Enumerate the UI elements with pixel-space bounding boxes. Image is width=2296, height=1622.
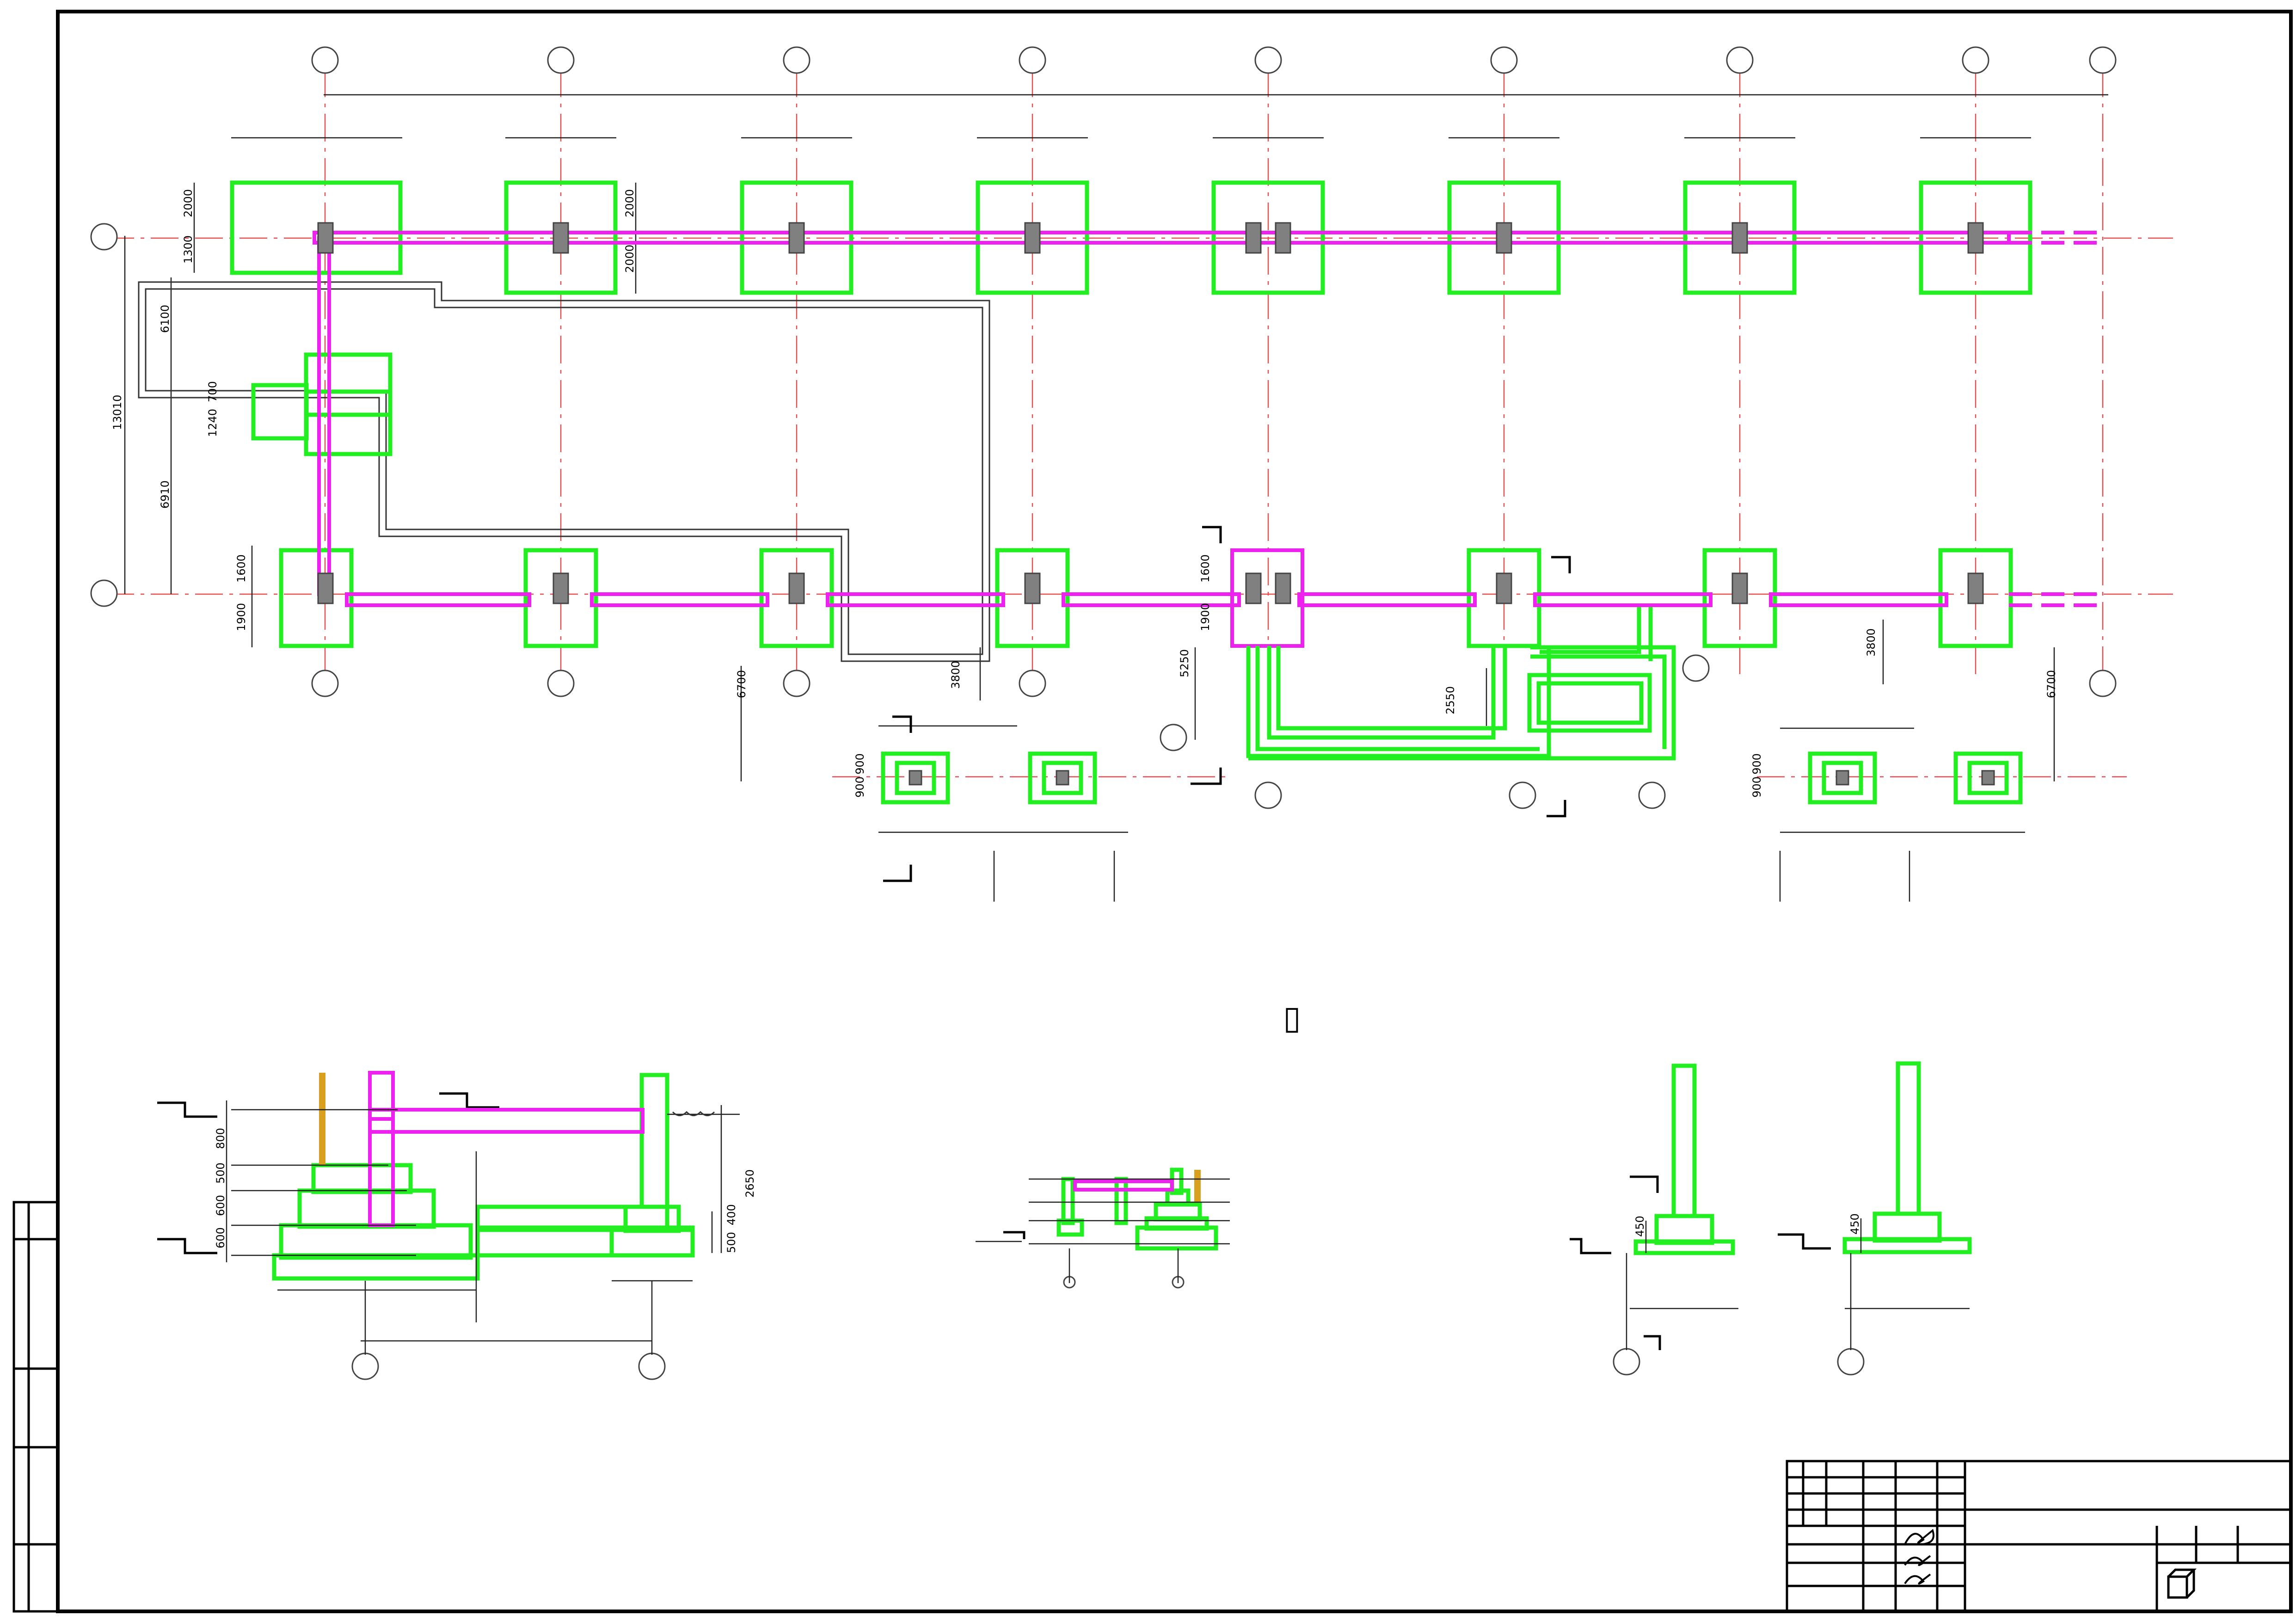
- dim-6700-right: 6700: [2045, 670, 2058, 698]
- dim-800: 800: [214, 1128, 227, 1149]
- dim-400: 400: [725, 1204, 738, 1225]
- dim-6910: 6910: [159, 480, 172, 509]
- dimension-lines: [124, 94, 2108, 902]
- logo-mark: [2167, 1568, 2197, 1599]
- dim-2000-top-a: 2000: [182, 189, 195, 217]
- grid-axes: [106, 69, 2173, 778]
- section-marks: [157, 526, 1831, 1350]
- footings-lower: [279, 548, 2013, 648]
- title-block: [1786, 1460, 2292, 1613]
- dim-1900: 1900: [235, 603, 248, 631]
- drawing-frame: [56, 10, 2293, 1613]
- dim-900-d: 900: [1750, 776, 1763, 798]
- section-elevation-mid: [976, 1167, 1230, 1283]
- dim-500: 500: [214, 1162, 227, 1184]
- dim-3800-left: 3800: [949, 661, 962, 689]
- dim-1240: 1240: [206, 409, 219, 437]
- dim-6100: 6100: [159, 305, 172, 333]
- dim-2000-top-c: 2000: [623, 245, 636, 273]
- dim-5250: 5250: [1178, 649, 1191, 677]
- columns: [317, 222, 1995, 786]
- dim-2550: 2550: [1444, 686, 1457, 714]
- binding-strip: [12, 1201, 59, 1613]
- dimension-labels: 2000 1300 2000 2000 6100 700 1240 13010 …: [111, 189, 2058, 1253]
- dim-500-b: 500: [725, 1232, 738, 1253]
- dim-450-b: 450: [1848, 1213, 1861, 1235]
- dim-900-a: 900: [853, 753, 866, 774]
- dim-3800-right: 3800: [1865, 628, 1878, 657]
- dim-13010: 13010: [111, 395, 124, 430]
- dim-450-a: 450: [1633, 1216, 1646, 1237]
- dim-600-a: 600: [214, 1195, 227, 1216]
- dim-700: 700: [206, 381, 219, 402]
- dim-1600: 1600: [235, 554, 248, 583]
- dim-2650: 2650: [743, 1169, 756, 1198]
- signature-marks: [1904, 1529, 1934, 1585]
- footings-upper: [230, 180, 2032, 456]
- section-elevation-left: [226, 1071, 740, 1355]
- dim-900-b: 900: [853, 776, 866, 798]
- dim-1300: 1300: [182, 235, 195, 264]
- section-details-right: [1626, 1061, 1972, 1350]
- footings-isolated: [881, 751, 2023, 805]
- dim-6700-left: 6700: [735, 670, 748, 698]
- dim-900-c: 900: [1750, 753, 1763, 774]
- dim-600-b: 600: [214, 1227, 227, 1248]
- strip-foundations: [1246, 606, 1676, 761]
- dim-1600-mid: 1600: [1199, 554, 1212, 583]
- dim-1900-mid: 1900: [1199, 603, 1212, 631]
- axis-bubbles: [90, 46, 2117, 1380]
- center-mark: ▯: [1283, 999, 1301, 1037]
- dim-2000-top-b: 2000: [623, 189, 636, 217]
